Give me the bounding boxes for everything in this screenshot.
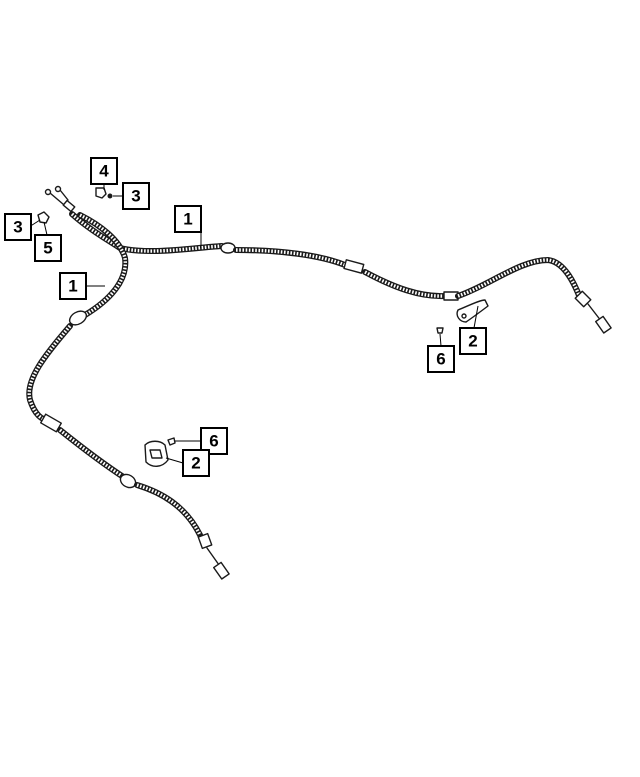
callout-2-lower: 2: [182, 449, 210, 477]
leader-5: [43, 221, 48, 236]
callout-5: 5: [34, 234, 62, 262]
retainer-clip-upper: [95, 187, 113, 199]
bolt-right: [436, 327, 444, 334]
svg-text:6: 6: [209, 432, 218, 451]
svg-text:1: 1: [183, 210, 192, 229]
leader-6-right: [439, 333, 442, 347]
callout-1-lower: 1: [59, 272, 87, 300]
svg-text:6: 6: [436, 350, 445, 369]
bracket-right: [456, 299, 489, 323]
callout-2-right: 2: [459, 327, 487, 355]
callout-6-right: 6: [427, 345, 455, 373]
svg-text:3: 3: [131, 187, 140, 206]
callout-4: 4: [90, 157, 118, 185]
leader-2-lower: [165, 457, 184, 464]
bracket-lower: [144, 440, 169, 467]
svg-text:1: 1: [68, 277, 77, 296]
svg-text:2: 2: [191, 454, 200, 473]
callout-3-left: 3: [4, 213, 32, 241]
cable-front-upper: [44, 188, 612, 334]
leader-2-right: [473, 305, 479, 329]
svg-text:2: 2: [468, 332, 477, 351]
svg-text:3: 3: [13, 218, 22, 237]
cable-front-lower: [26, 185, 230, 580]
svg-text:5: 5: [43, 239, 52, 258]
svg-text:4: 4: [99, 162, 109, 181]
callout-3-upper: 3: [122, 182, 150, 210]
bolt-lower: [167, 437, 176, 446]
retainer-clip-left: [37, 211, 50, 224]
callout-1-upper: 1: [174, 205, 202, 233]
